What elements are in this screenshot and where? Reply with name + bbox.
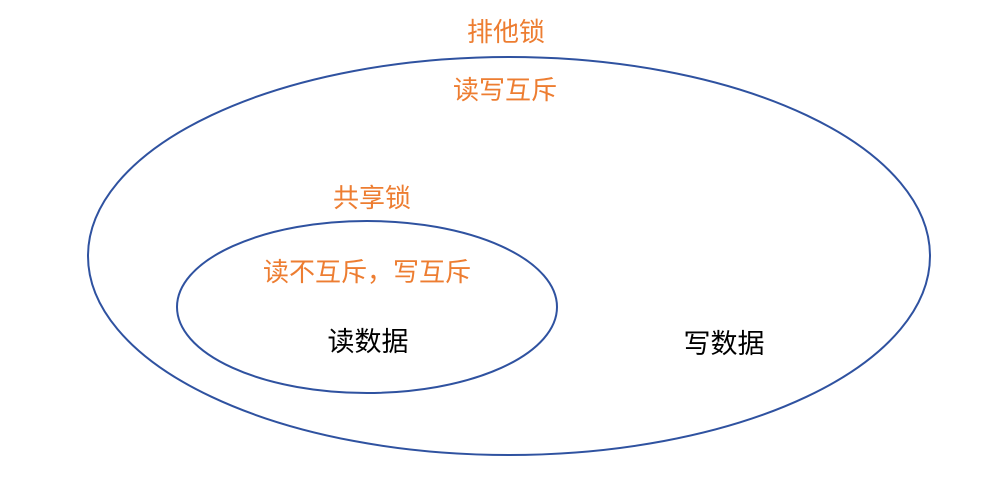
- shared-lock-description: 读不互斥，写互斥: [262, 258, 472, 288]
- exclusive-lock-title: 排他锁: [466, 18, 546, 48]
- read-data-label: 读数据: [327, 327, 409, 358]
- exclusive-lock-description: 读写互斥: [452, 76, 558, 106]
- write-data-label: 写数据: [683, 329, 765, 360]
- exclusive-lock-ellipse: [87, 56, 931, 456]
- shared-lock-ellipse: [176, 220, 558, 394]
- shared-lock-title: 共享锁: [332, 184, 412, 214]
